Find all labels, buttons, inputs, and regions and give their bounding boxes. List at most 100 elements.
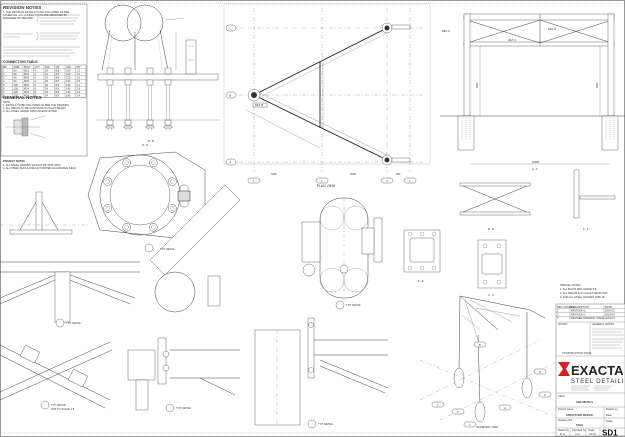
date-label: Date: [606, 413, 612, 417]
plan-dim: 4000: [350, 172, 356, 176]
table-cell: 100: [66, 72, 71, 76]
general-note-line: 1. DETAILS TO BE FOLLOWED AS PER THE DRA…: [3, 103, 69, 107]
table-cell: 90: [14, 79, 17, 83]
table-cell: 24: [45, 90, 48, 94]
scale-value: AS IN: [589, 432, 596, 436]
table-cell: 100: [66, 68, 71, 72]
table-cell: 16: [45, 68, 48, 72]
table-cell: 20: [45, 76, 48, 80]
revision-cell: 2: [557, 312, 559, 316]
table-header: WT: [77, 65, 81, 69]
general-note-line: NOTE:: [3, 100, 11, 104]
detail-scale-label: NOT TO SCALE 1:5: [51, 407, 75, 411]
table-cell: 1.2: [77, 68, 81, 72]
plan-dim: 4000: [271, 172, 277, 176]
table-cell: 90: [14, 76, 17, 80]
x-brace-detail: TYP. DETAIL NOT TO SCALE 1:5: [0, 341, 113, 411]
section-bb-label: B - B: [488, 227, 494, 231]
section-dd-label: D - D: [142, 143, 148, 147]
sheet-number: SD1: [602, 429, 618, 437]
typ-detail-label: TYP. DETAIL: [318, 422, 334, 426]
grid-col-bubble: [315, 177, 329, 184]
iso-grid-label: A: [504, 406, 506, 410]
typ-detail-c: TYP. DETAIL: [127, 337, 240, 413]
iso-grid-label: D: [539, 370, 541, 374]
table-cell: 1.6: [77, 76, 81, 80]
bolt-hole: [122, 223, 131, 232]
table-cell: 6: [3, 86, 5, 90]
typ-detail-b: TYP. DETAIL: [144, 184, 241, 313]
table-cell: 100: [14, 83, 19, 87]
iso-grid-bubble: [451, 408, 465, 415]
sheet-size-label: Scale: [606, 419, 613, 423]
grid-col-bubble: [380, 177, 394, 184]
note-brace: [35, 13, 39, 41]
table-cell: 8.8: [56, 72, 60, 76]
table-cell: 20: [45, 79, 48, 83]
iso-grid-label: 2: [437, 403, 439, 407]
bolt-nut: [146, 67, 154, 75]
bolt-hole: [149, 158, 158, 167]
table-cell: 6: [35, 86, 37, 90]
det-a-label: DET. A: [442, 29, 450, 33]
table-cell: M20: [24, 76, 30, 80]
bolt-hole: [122, 158, 131, 167]
table-header: SIZE: [14, 65, 20, 69]
table-cell: 4: [3, 79, 5, 83]
table-cell: 24: [45, 94, 48, 98]
revision-header: DESCRIPTION: [571, 305, 589, 309]
notes-panel: REVISION NOTES 1. THE REVISION DETAILS T…: [0, 3, 88, 170]
bolt-hole: [103, 177, 112, 186]
table-cell: 2: [3, 72, 5, 76]
project-title-label: Project name: [558, 407, 574, 411]
table-cell: 120: [14, 90, 19, 94]
table-cell: 3.4: [77, 90, 81, 94]
table-cell: 120: [66, 76, 71, 80]
table-cell: 4: [35, 79, 37, 83]
revision-cell: REVISED DRAWING ISSUE: [571, 316, 604, 320]
project-note-line: 2. ALL STEEL SHOULD BE HOT DIPPED GALVAN…: [3, 166, 76, 170]
det-b-label: DET. B: [548, 27, 556, 31]
frame-width-dim: 10000: [532, 160, 540, 164]
table-cell: 8.8: [56, 94, 60, 98]
grid-row-bubble: [225, 24, 237, 32]
table-cell: 5: [3, 83, 5, 87]
bolt-hole: [149, 223, 158, 232]
table-cell: M24: [24, 90, 30, 94]
note-lines: [3, 14, 80, 57]
table-cell: 8: [35, 94, 37, 98]
revision-header: DATE: [605, 305, 612, 309]
logo-mark-icon: [558, 362, 570, 376]
table-cell: 24: [45, 86, 48, 90]
table-cell: 8.8: [56, 86, 60, 90]
section-ff-label: F - F: [583, 227, 589, 231]
client-label: Client: [558, 394, 565, 398]
column-right: [607, 13, 615, 117]
revisions-notes-label: NOTES:: [558, 322, 568, 326]
det-c-label: DET. C: [508, 38, 516, 42]
base-plate-elevation: B - B: [96, 4, 220, 143]
company-logo: EXACTA STEEL DETAILI: [558, 362, 624, 391]
grid-col-label: 3: [386, 179, 388, 183]
iso-grid-bubble: [533, 368, 547, 375]
frame-elevation: DET. A DET. B DET. C 3500 3500 10000 A -…: [440, 13, 625, 171]
grid-col-label: 4: [409, 179, 411, 183]
special-note-line: 2. ALL WELDS 6mm FILLET WELD UNO: [560, 291, 608, 295]
grid-col-label: 1: [253, 179, 255, 183]
revision-cell: 3: [557, 316, 559, 320]
plate-bolts: [103, 158, 177, 232]
section-cc-label: C - C: [488, 293, 494, 297]
logo-text: EXACTA: [571, 363, 624, 378]
revision-cell: 2019-02: [605, 309, 615, 313]
iso-grid-label: 4: [469, 423, 471, 427]
table-cell: 80: [14, 72, 17, 76]
table-cell: 8.8: [56, 90, 60, 94]
revision-cell: REVISION 2: [571, 312, 586, 316]
elevation-height: 3500: [475, 82, 479, 88]
table-cell: 140: [66, 86, 71, 90]
